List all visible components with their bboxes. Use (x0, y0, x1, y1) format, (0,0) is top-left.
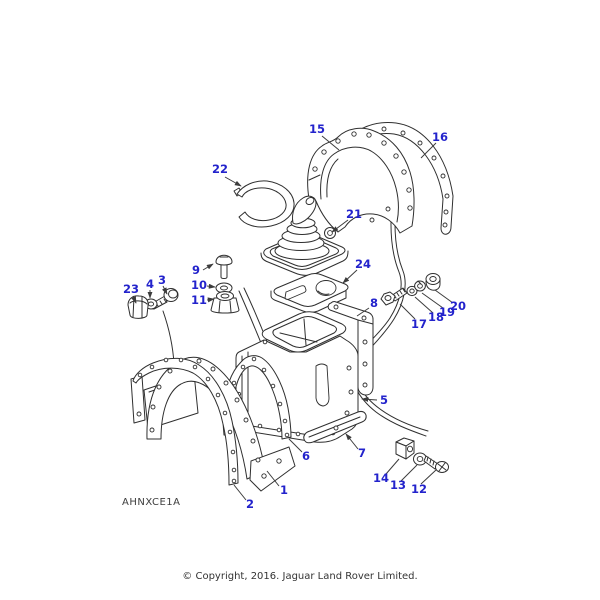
callout-20[interactable]: 20 (450, 299, 466, 313)
callout-leader-9 (202, 263, 214, 271)
seal-strip-edge (350, 179, 429, 437)
part-19-lock-washer (414, 280, 426, 292)
part-8-bracket (327, 301, 374, 396)
part-11-grommet-nut (210, 291, 240, 314)
callout-17[interactable]: 17 (411, 317, 427, 331)
part-22-seal-ring (233, 180, 295, 228)
part-15-cover-panel (307, 127, 415, 234)
part-12-screw (423, 455, 449, 473)
callout-8[interactable]: 8 (370, 296, 378, 310)
part-1-tunnel-cover (143, 356, 296, 492)
callout-leader-7 (345, 433, 359, 450)
callout-21[interactable]: 21 (346, 207, 362, 221)
callout-leader-19 (421, 292, 444, 309)
callout-leader-11 (206, 297, 215, 303)
copyright-text: © Copyright, 2016. Jaguar Land Rover Lim… (182, 571, 418, 582)
part-20-nut (425, 273, 441, 291)
callout-leader-3 (161, 285, 168, 295)
callout-3[interactable]: 3 (158, 273, 166, 287)
part-2-gasket (130, 357, 239, 486)
callout-leader-1 (266, 470, 280, 487)
callout-1[interactable]: 1 (280, 483, 288, 497)
callout-leader-17 (399, 303, 416, 320)
callout-12[interactable]: 12 (411, 482, 427, 496)
callout-19[interactable]: 19 (439, 305, 455, 319)
callout-leader-16 (420, 142, 437, 159)
callout-leader-8 (356, 307, 370, 317)
part-24-gasket-plate (270, 273, 349, 313)
callout-14[interactable]: 14 (373, 471, 389, 485)
callout-leader-21 (331, 219, 349, 233)
callout-16[interactable]: 16 (432, 130, 448, 144)
callout-leader-23 (131, 295, 137, 304)
part-18-washer (406, 285, 418, 297)
callout-13[interactable]: 13 (390, 478, 406, 492)
callout-23[interactable]: 23 (123, 282, 139, 296)
callout-9[interactable]: 9 (192, 263, 200, 277)
callout-leader-13 (400, 464, 418, 482)
callout-leader-15 (321, 135, 340, 151)
callout-leader-2 (233, 484, 247, 501)
part-7-retainer-strip (303, 410, 367, 444)
callout-leader-22 (224, 176, 242, 187)
callout-leader-6 (288, 438, 303, 453)
part-9-screw (215, 254, 233, 279)
callout-leader-12 (420, 469, 437, 485)
callout-leader-24 (342, 269, 358, 284)
callout-22[interactable]: 22 (212, 162, 228, 176)
part-14-nut-block (395, 437, 415, 460)
figure-code: AHNXCE1A (122, 497, 181, 508)
callout-leader-5 (361, 396, 378, 402)
callout-7[interactable]: 7 (358, 446, 366, 460)
callout-leader-10 (206, 283, 216, 289)
callout-5[interactable]: 5 (380, 393, 388, 407)
part-21-gear-lever-gaiter (260, 195, 349, 276)
callout-leader-20 (434, 289, 454, 304)
callout-24[interactable]: 24 (355, 257, 371, 271)
callout-11[interactable]: 11 (191, 293, 207, 307)
part-23-cap-nut (127, 295, 149, 319)
callout-4[interactable]: 4 (146, 277, 154, 291)
callout-18[interactable]: 18 (428, 310, 444, 324)
callout-leader-18 (414, 296, 434, 314)
callout-6[interactable]: 6 (302, 449, 310, 463)
callout-15[interactable]: 15 (309, 122, 325, 136)
callout-10[interactable]: 10 (191, 278, 207, 292)
callout-2[interactable]: 2 (246, 497, 254, 511)
callout-leader-14 (385, 458, 400, 475)
